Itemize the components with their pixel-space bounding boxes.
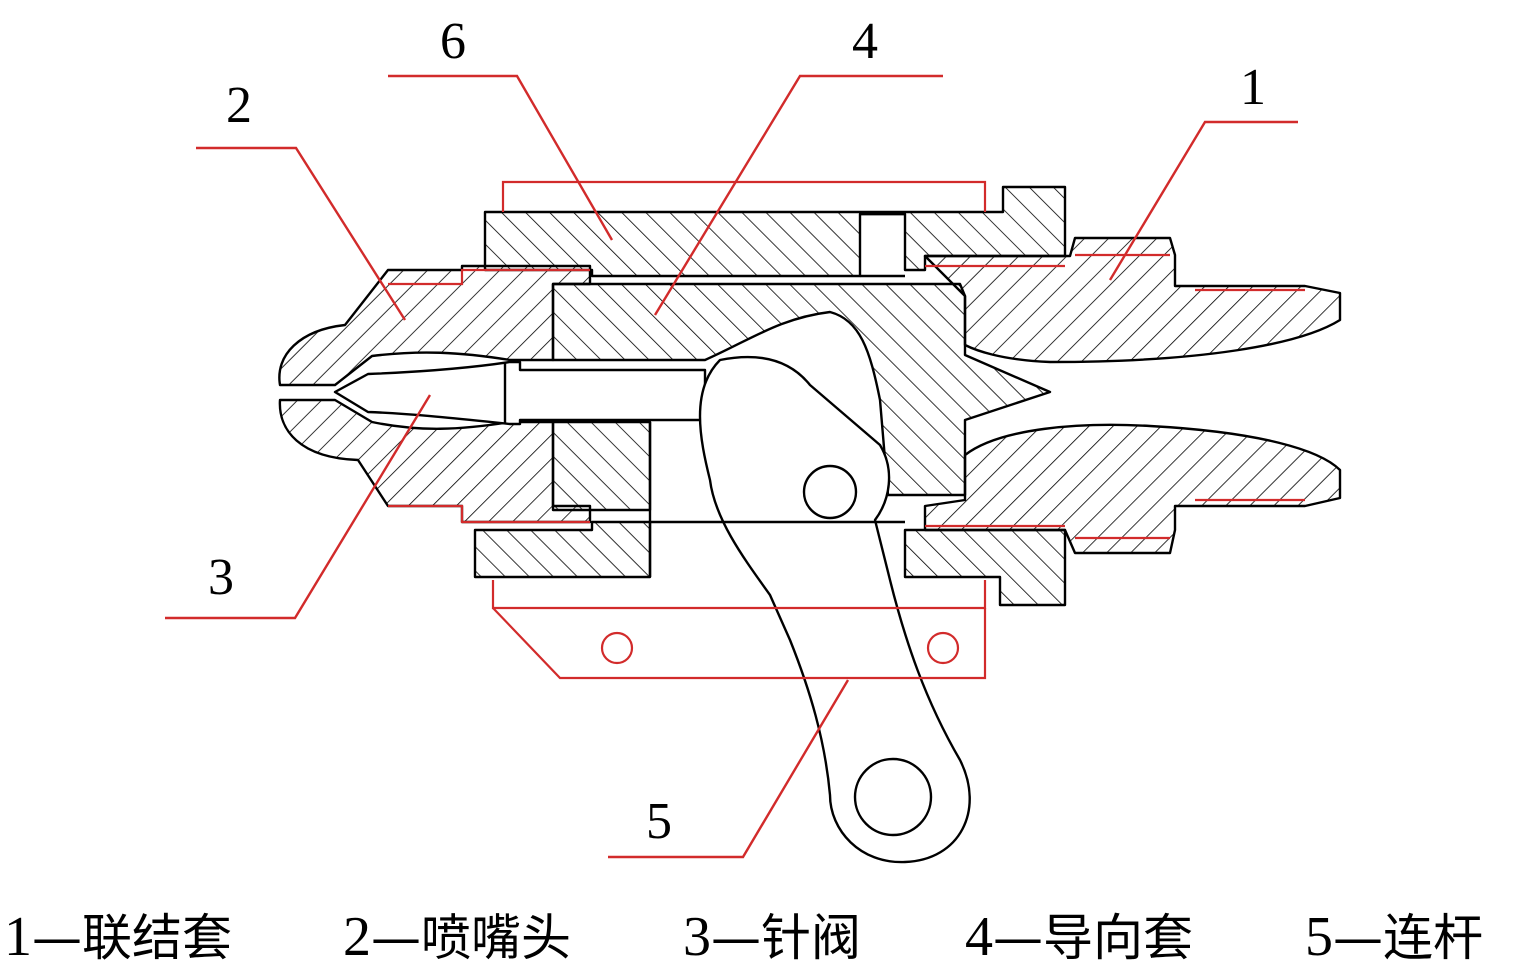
legend-name: 导向套	[1043, 909, 1193, 967]
legend-dash: —	[371, 909, 421, 967]
nozzle-head	[278, 264, 592, 387]
body-lower	[473, 520, 652, 579]
leader-3	[165, 394, 432, 620]
leader-1	[1108, 120, 1298, 281]
guide-sleeve-upper	[551, 282, 1052, 497]
mount-hole-left	[600, 631, 634, 665]
parts-legend: 1—联结套 2—喷嘴头 3—针阀 4—导向套 5—连杆	[0, 880, 1528, 970]
thread-upper-left	[388, 268, 590, 286]
legend-dash: —	[32, 909, 82, 967]
legend-num: 4	[965, 906, 993, 968]
needle-valve	[333, 360, 707, 426]
legend-item-4: 4—导向套	[965, 898, 1193, 970]
bottom-bracket	[491, 580, 987, 610]
legend-num: 3	[683, 906, 711, 968]
leader-5	[608, 679, 850, 859]
assembly-drawing: 1 2 3 4 5 6	[165, 13, 1342, 864]
leader-6	[388, 74, 614, 241]
legend-dash: —	[711, 909, 761, 967]
legend-num: 5	[1305, 906, 1333, 968]
legend-name: 喷嘴头	[421, 909, 571, 967]
legend-item-1: 1—联结套	[4, 898, 232, 970]
mount-plate	[492, 607, 987, 680]
guide-sleeve-lower	[551, 420, 652, 512]
rod-end-eye	[853, 757, 933, 837]
legend-name: 联结套	[82, 909, 232, 967]
leader-2	[196, 146, 407, 321]
callout-5: 5	[646, 793, 672, 850]
callout-2: 2	[226, 77, 252, 134]
body-upper	[483, 185, 1067, 278]
callout-4: 4	[852, 13, 878, 70]
legend-item-5: 5—连杆	[1305, 898, 1483, 970]
legend-dash: —	[1333, 909, 1383, 967]
top-bracket	[501, 180, 987, 212]
rod-pivot-hole	[802, 464, 858, 520]
legend-num: 1	[4, 906, 32, 968]
legend-dash: —	[993, 909, 1043, 967]
callout-1: 1	[1240, 59, 1266, 116]
legend-name: 连杆	[1383, 909, 1483, 967]
leader-4	[653, 74, 943, 316]
legend-name: 针阀	[761, 909, 861, 967]
coupling-sleeve-lower	[923, 423, 1342, 555]
legend-item-3: 3—针阀	[683, 898, 861, 970]
callout-3: 3	[208, 549, 234, 606]
legend-num: 2	[343, 906, 371, 968]
mount-hole-right	[926, 631, 960, 665]
coupling-sleeve-upper	[923, 236, 1342, 364]
legend-item-2: 2—喷嘴头	[343, 898, 571, 970]
callout-6: 6	[440, 13, 466, 70]
thread-lower-left	[388, 504, 590, 524]
